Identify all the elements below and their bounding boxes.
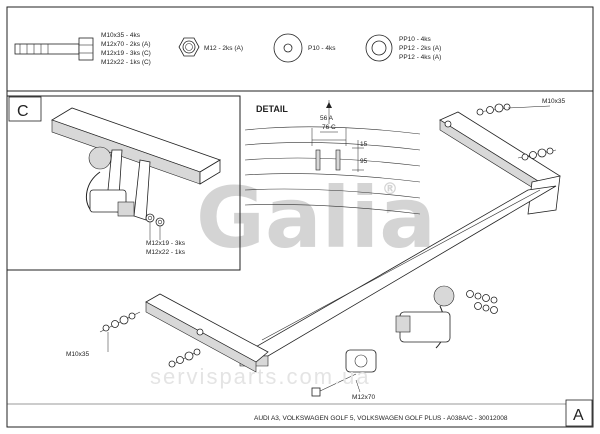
left-side-bracket	[145, 293, 269, 363]
detail-dim-95: 95	[360, 158, 368, 165]
label-m12x70: M12x70	[352, 394, 376, 401]
galia-logo: Galia ®	[196, 169, 436, 267]
detail-slot-right	[335, 149, 341, 171]
hardware-left	[99, 311, 201, 368]
tow-ball	[433, 285, 455, 307]
hardware-right-center	[466, 290, 498, 314]
detail-dim-15: 15	[360, 141, 368, 148]
bolt-drawing	[14, 37, 94, 61]
label-m10x35-top: M10x35	[542, 98, 566, 105]
washer-label: P10 - 4ks	[308, 45, 336, 52]
detail-dim-76c: 76 C	[322, 124, 336, 131]
sheet-frame	[6, 6, 594, 428]
footer-caption: AUDI A3, VOLKSWAGEN GOLF 5, VOLKSWAGEN G…	[254, 415, 508, 422]
detail-title: DETAIL	[256, 104, 288, 114]
logo-text: Galia	[196, 169, 436, 267]
view-c-bolt-line-2: M12x22 - 1ks	[146, 249, 186, 256]
pp-washer-line-2: PP12 - 2ks (A)	[399, 45, 441, 52]
logo-registered-mark: ®	[382, 179, 398, 198]
label-m10x35-left: M10x35	[66, 351, 90, 358]
view-c-bolt-line-1: M12x19 - 3ks	[146, 240, 186, 247]
bolt-spec-line-3: M12x19 - 3ks (C)	[101, 50, 151, 57]
socket-plate	[345, 349, 377, 373]
hardware-bottom-bolt	[311, 373, 361, 397]
bolt-spec-line-4: M12x22 - 1ks (C)	[101, 59, 151, 66]
view-a-marker: A	[573, 407, 584, 424]
detail-panel: DETAIL	[244, 100, 421, 215]
nut-drawing	[178, 37, 200, 57]
towbar-assembly	[145, 111, 561, 373]
view-c-marker-box	[8, 96, 42, 122]
detail-dim-56a: 56 A	[320, 115, 334, 122]
view-c-panel: C	[7, 95, 241, 271]
bolt-spec-line-1: M10x35 - 4ks	[101, 32, 141, 39]
pp-washer-line-3: PP12 - 4ks (A)	[399, 54, 441, 61]
view-c-marker: C	[17, 103, 29, 120]
washer-drawing	[273, 33, 303, 63]
hardware-top-right	[476, 103, 557, 161]
bolt-spec-line-2: M12x70 - 2ks (A)	[101, 41, 151, 48]
nut-label: M12 - 2ks (A)	[204, 45, 243, 52]
watermark-text: servisparts.com.ua	[150, 364, 371, 389]
spring-washer-drawing	[365, 34, 393, 62]
detail-slot-left	[315, 149, 321, 171]
view-a-marker-box	[565, 399, 593, 427]
pp-washer-line-1: PP10 - 4ks	[399, 36, 432, 43]
